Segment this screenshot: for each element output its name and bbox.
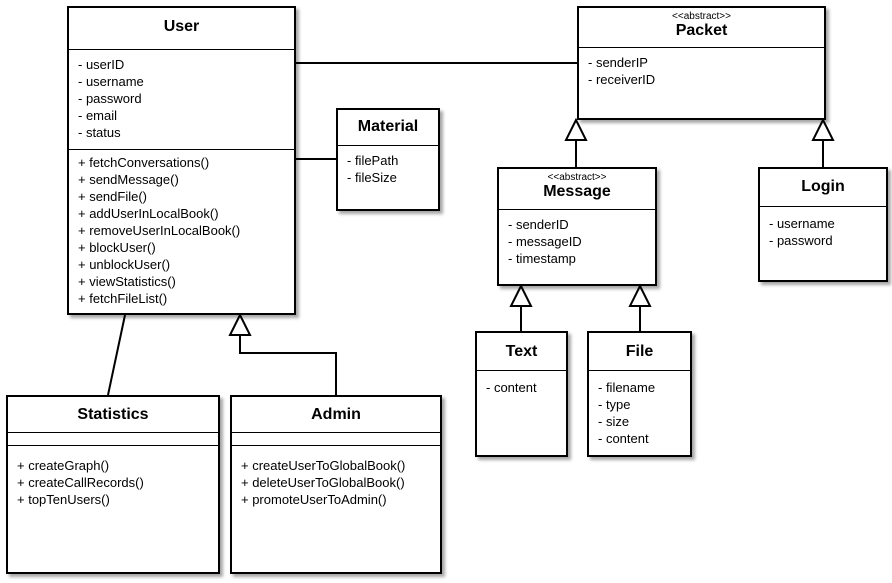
method: + removeUserInLocalBook() (78, 223, 241, 238)
method: + unblockUser() (78, 257, 171, 272)
attribute: - senderID (508, 217, 569, 232)
attribute: - username (78, 74, 144, 89)
class-message[interactable]: <<abstract>> Message - senderID - messag… (497, 167, 657, 286)
class-admin[interactable]: Admin + createUserToGlobalBook() + delet… (230, 395, 442, 574)
class-user-methods: + fetchConversations() + sendMessage() +… (69, 150, 294, 311)
class-admin-name: Admin (311, 406, 361, 423)
attribute: - filename (598, 380, 656, 395)
attribute: - content (486, 380, 537, 395)
class-admin-methods: + createUserToGlobalBook() + deleteUserT… (232, 446, 440, 512)
method: + createCallRecords() (17, 475, 144, 490)
generalization-arrow-message-right (628, 283, 652, 307)
class-material-attributes: - filePath - fileSize (338, 146, 438, 190)
association-user-statistics (107, 314, 126, 396)
class-file-header: File (589, 333, 690, 371)
class-login-header: Login (760, 169, 886, 207)
attribute: - timestamp (508, 251, 576, 266)
method: + topTenUsers() (17, 492, 110, 507)
generalization-arrow-message-left (509, 283, 533, 307)
method: + sendFile() (78, 189, 147, 204)
method: + createGraph() (17, 458, 110, 473)
class-statistics-attributes (8, 433, 218, 446)
class-text-name: Text (505, 343, 538, 360)
class-statistics-header: Statistics (8, 397, 218, 433)
generalization-admin-user (239, 335, 337, 395)
method: + blockUser() (78, 240, 156, 255)
method: + fetchFileList() (78, 291, 168, 306)
class-user-header: User (69, 8, 294, 50)
generalization-arrow-packet-left (564, 117, 588, 141)
class-text-attributes: - content (477, 371, 566, 400)
attribute: - type (598, 397, 631, 412)
class-material[interactable]: Material - filePath - fileSize (336, 108, 440, 211)
class-packet-stereotype: <<abstract>> (672, 11, 731, 22)
attribute: - userID (78, 57, 125, 72)
attribute: - password (78, 91, 142, 106)
class-material-name: Material (357, 118, 419, 135)
attribute: - password (769, 233, 833, 248)
method: + addUserInLocalBook() (78, 206, 219, 221)
method: + deleteUserToGlobalBook() (241, 475, 405, 490)
attribute: - status (78, 125, 121, 140)
class-user-name: User (163, 18, 200, 35)
class-login[interactable]: Login - username - password (758, 167, 888, 282)
class-user-attributes: - userID - username - password - email -… (69, 50, 294, 150)
class-message-header: <<abstract>> Message (499, 169, 655, 210)
class-packet-name: Packet (675, 22, 728, 39)
attribute: - messageID (508, 234, 582, 249)
attribute: - senderIP (588, 55, 648, 70)
attribute: - size (598, 414, 630, 429)
generalization-arrow-user (228, 312, 252, 336)
class-statistics[interactable]: Statistics + createGraph() + createCallR… (6, 395, 220, 574)
class-user[interactable]: User - userID - username - password - em… (67, 6, 296, 315)
class-statistics-methods: + createGraph() + createCallRecords() + … (8, 446, 218, 512)
class-packet-attributes: - senderIP - receiverID (579, 48, 824, 92)
generalization-arrow-packet-right (811, 117, 835, 141)
class-text[interactable]: Text - content (475, 331, 568, 457)
method: + createUserToGlobalBook() (241, 458, 406, 473)
class-message-stereotype: <<abstract>> (547, 172, 607, 183)
attribute: - username (769, 216, 835, 231)
class-message-attributes: - senderID - messageID - timestamp (499, 210, 655, 271)
class-login-name: Login (801, 178, 845, 195)
class-message-name: Message (543, 183, 611, 200)
attribute: - fileSize (347, 170, 397, 185)
attribute: - email (78, 108, 118, 123)
attribute: - receiverID (588, 72, 656, 87)
attribute: - content (598, 431, 649, 446)
class-packet[interactable]: <<abstract>> Packet - senderIP - receive… (577, 6, 826, 120)
class-material-header: Material (338, 110, 438, 146)
class-login-attributes: - username - password (760, 207, 886, 253)
method: + viewStatistics() (78, 274, 176, 289)
attribute: - filePath (347, 153, 399, 168)
class-file-attributes: - filename - type - size - content (589, 371, 690, 451)
class-admin-header: Admin (232, 397, 440, 433)
method: + promoteUserToAdmin() (241, 492, 387, 507)
class-statistics-name: Statistics (77, 406, 149, 423)
method: + sendMessage() (78, 172, 179, 187)
class-file-name: File (625, 343, 654, 360)
class-file[interactable]: File - filename - type - size - content (587, 331, 692, 457)
class-text-header: Text (477, 333, 566, 371)
class-packet-header: <<abstract>> Packet (579, 8, 824, 48)
class-admin-attributes (232, 433, 440, 446)
method: + fetchConversations() (78, 155, 210, 170)
